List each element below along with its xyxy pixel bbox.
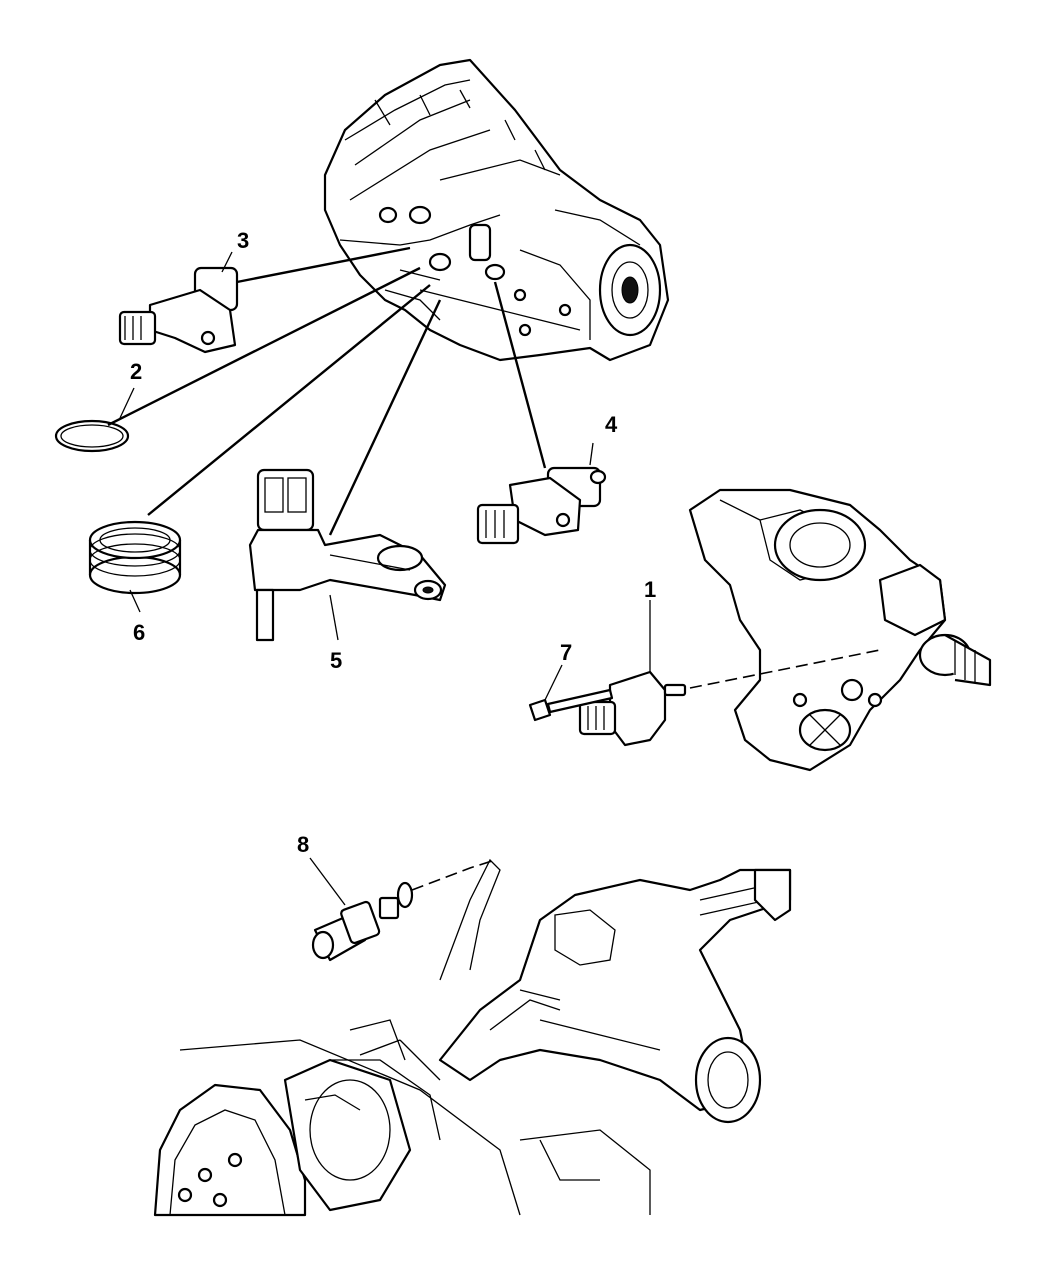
transmission-housing-icon bbox=[323, 58, 670, 362]
seal-icon bbox=[88, 520, 182, 595]
callout-1: 1 bbox=[644, 577, 656, 602]
callout-6: 6 bbox=[133, 620, 145, 645]
callout-labels: 1 2 3 4 5 6 7 8 bbox=[130, 228, 656, 857]
sensor-3-icon bbox=[118, 266, 239, 354]
callout-2: 2 bbox=[130, 359, 142, 384]
sensor-1-icon bbox=[578, 670, 687, 747]
sensor-5-icon bbox=[248, 468, 447, 642]
leader-lines bbox=[107, 246, 881, 906]
rear-axle-icon bbox=[179, 858, 792, 1216]
callout-7: 7 bbox=[560, 640, 572, 665]
callout-4: 4 bbox=[605, 412, 618, 437]
o-ring-icon bbox=[54, 419, 130, 453]
bolt-icon bbox=[528, 688, 614, 722]
sensor-4-icon bbox=[476, 466, 607, 545]
callout-5: 5 bbox=[330, 648, 342, 673]
callout-8: 8 bbox=[297, 832, 309, 857]
brake-drum-icon bbox=[153, 1058, 412, 1217]
sensor-8-icon bbox=[311, 881, 414, 962]
transfer-case-icon bbox=[688, 488, 992, 772]
callout-3: 3 bbox=[237, 228, 249, 253]
